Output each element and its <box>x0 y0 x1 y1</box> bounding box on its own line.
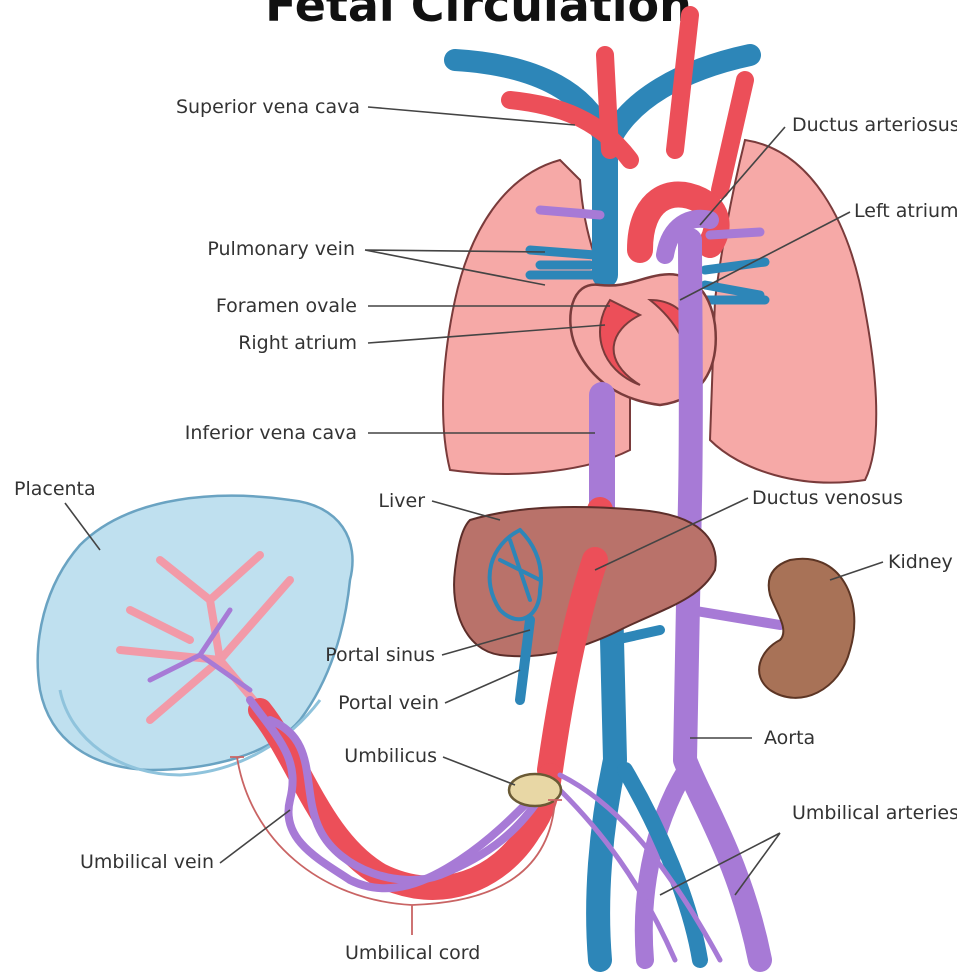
label-umbilical-arteries: Umbilical arteries <box>792 802 957 824</box>
label-umbilical-vein: Umbilical vein <box>80 851 214 873</box>
leader-portal-vein <box>445 670 520 703</box>
label-aorta: Aorta <box>764 727 815 749</box>
label-umbilical-cord: Umbilical cord <box>345 942 480 964</box>
label-ductus-venosus: Ductus venosus <box>752 487 903 509</box>
leader-umbilicus <box>443 757 515 785</box>
left-lung <box>710 140 876 483</box>
leader-umbilical-vein <box>220 810 290 863</box>
placenta <box>38 496 353 770</box>
label-placenta: Placenta <box>14 478 96 500</box>
leader-kidney <box>830 562 883 580</box>
label-right-atrium: Right atrium <box>238 332 357 354</box>
label-ductus-arteriosus: Ductus arteriosus <box>792 114 957 136</box>
label-foramen-ovale: Foramen ovale <box>216 295 357 317</box>
umbilicus-ring <box>509 774 561 806</box>
label-umbilicus: Umbilicus <box>344 745 437 767</box>
label-portal-vein: Portal vein <box>338 692 439 714</box>
label-portal-sinus: Portal sinus <box>325 644 435 666</box>
pulmonary-veins-right <box>530 250 595 275</box>
umbilical-cord-vein <box>260 710 550 888</box>
label-inferior-vena-cava: Inferior vena cava <box>185 422 357 444</box>
label-left-atrium: Left atrium <box>854 200 957 222</box>
label-superior-vena-cava: Superior vena cava <box>176 96 360 118</box>
leader-liver <box>432 501 500 520</box>
label-kidney: Kidney <box>888 551 953 573</box>
label-liver: Liver <box>378 490 425 512</box>
label-pulmonary-vein: Pulmonary vein <box>207 238 355 260</box>
renal-artery <box>690 610 780 625</box>
